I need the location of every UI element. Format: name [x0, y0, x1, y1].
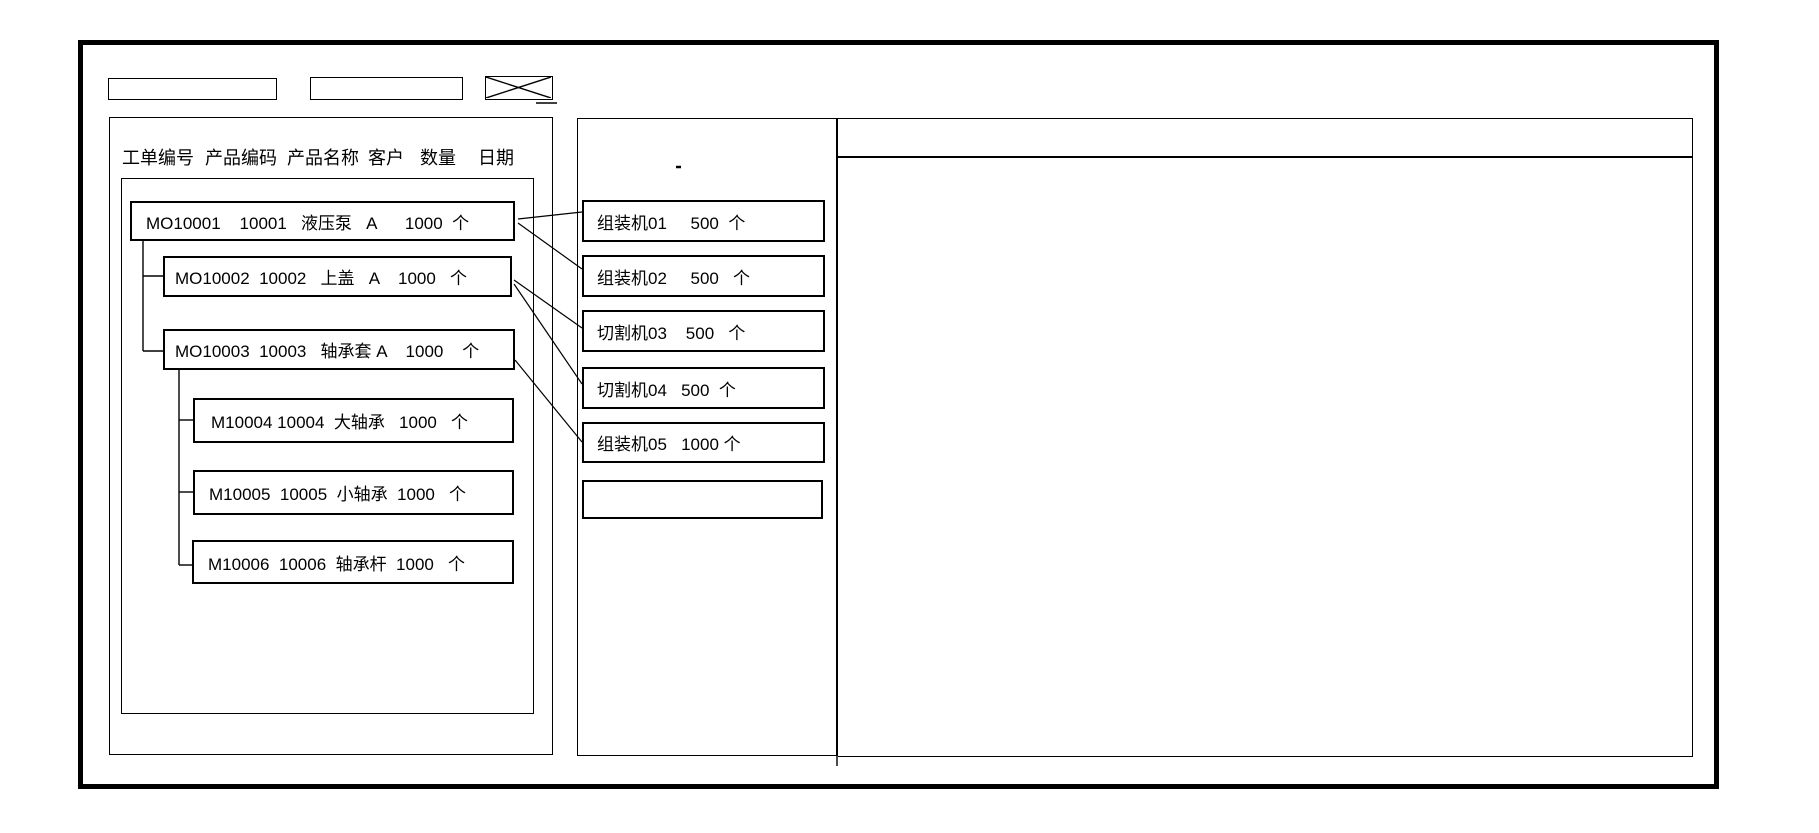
schedule-panel-header-rule [838, 156, 1692, 158]
work-order-text: M10005 10005 小轴承 1000 个 [209, 485, 467, 504]
close-x-icon [486, 77, 551, 98]
work-order-text: MO10001 10001 液压泵 A 1000 个 [146, 213, 470, 233]
schedule-panel [838, 118, 1693, 757]
header-date: 日期 [478, 148, 514, 168]
machine-card-empty-slot[interactable] [582, 480, 823, 519]
machine-card-01[interactable]: 组装机01 500 个 [582, 200, 825, 242]
machine-text: 组装机01 500 个 [597, 213, 746, 233]
machine-text: 组装机02 500 个 [597, 268, 751, 288]
header-customer: 客户 [368, 148, 404, 168]
work-order-text: M10004 10004 大轴承 1000 个 [211, 413, 469, 432]
work-order-node-M10004[interactable]: M10004 10004 大轴承 1000 个 [193, 398, 514, 443]
machine-card-03[interactable]: 切割机03 500 个 [582, 310, 825, 352]
close-button[interactable] [485, 76, 553, 100]
work-order-node-MO10002[interactable]: MO10002 10002 上盖 A 1000 个 [163, 256, 512, 297]
header-product-name: 产品名称 [287, 148, 359, 168]
toolbar-field-2[interactable] [310, 77, 463, 100]
work-order-text: M10006 10006 轴承杆 1000 个 [208, 554, 466, 574]
toolbar-field-1[interactable] [108, 78, 277, 100]
work-order-table-header: 工单编号 产品编码 产品名称 客户 数量 日期 [109, 146, 539, 168]
machine-text: 切割机03 500 个 [597, 323, 746, 343]
work-order-text: MO10003 10003 轴承套 A 1000 个 [175, 342, 480, 361]
work-order-node-M10005[interactable]: M10005 10005 小轴承 1000 个 [193, 470, 514, 515]
work-order-text: MO10002 10002 上盖 A 1000 个 [175, 269, 467, 288]
header-product-code: 产品编码 [205, 148, 277, 168]
machine-text: 切割机04 500 个 [597, 380, 736, 400]
header-qty: 数量 [420, 148, 456, 168]
machine-text: 组装机05 1000 个 [597, 435, 741, 454]
machine-card-05[interactable]: 组装机05 1000 个 [582, 422, 825, 463]
work-order-node-MO10003[interactable]: MO10003 10003 轴承套 A 1000 个 [163, 329, 515, 370]
machine-card-04[interactable]: 切割机04 500 个 [582, 367, 825, 409]
machine-card-02[interactable]: 组装机02 500 个 [582, 255, 825, 297]
header-order-no: 工单编号 [122, 148, 194, 168]
work-order-node-MO10001[interactable]: MO10001 10001 液压泵 A 1000 个 [130, 201, 515, 241]
work-order-node-M10006[interactable]: M10006 10006 轴承杆 1000 个 [192, 540, 514, 584]
